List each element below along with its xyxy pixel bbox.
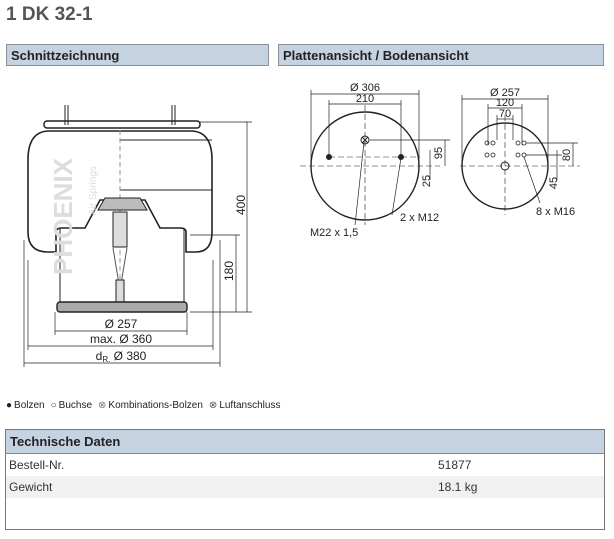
legend-bolzen: ●Bolzen <box>6 400 45 411</box>
dim-45-label: 45 <box>548 177 560 189</box>
filled-circle-icon: ● <box>6 400 13 411</box>
bottom-view-drawing: Ø 257 120 70 80 45 8 x M16 <box>460 87 580 218</box>
thread-m12-label: 2 x M12 <box>400 212 439 224</box>
thread-m22-label: M22 x 1,5 <box>310 227 358 239</box>
cross-section-drawing: PHOENIX Air Springs 400 180 Ø 257 max. Ø… <box>23 105 252 367</box>
table-heading: Technische Daten <box>6 430 604 454</box>
legend-label: Bolzen <box>14 400 45 411</box>
dim-210-label: 210 <box>356 93 374 105</box>
dim-95-label: 95 <box>433 147 445 159</box>
plate-view-drawing: Ø 306 210 95 25 2 x M12 M22 x 1,5 <box>300 82 450 239</box>
dim-piston-label: 180 <box>222 261 236 281</box>
dim-height-label: 400 <box>234 195 248 215</box>
crossed-circle-icon: ⊗ <box>208 400 218 411</box>
legend-label: Luftanschluss <box>219 400 281 411</box>
row-label: Bestell-Nr. <box>9 458 65 472</box>
technical-drawings: PHOENIX Air Springs 400 180 Ø 257 max. Ø… <box>23 82 580 367</box>
legend-luftanschluss: ⊗Luftanschluss <box>209 400 281 411</box>
dim-257-label: Ø 257 <box>105 317 138 331</box>
section-header-schnittzeichnung: Schnittzeichnung <box>6 44 269 66</box>
table-row: Bestell-Nr. 51877 <box>6 454 604 476</box>
dim-360-label: max. Ø 360 <box>90 332 152 346</box>
legend: ●Bolzen ○Buchse ⊗Kombinations-Bolzen ⊗Lu… <box>6 400 280 411</box>
legend-label: Buchse <box>58 400 93 411</box>
open-circle-icon: ○ <box>50 400 57 411</box>
thread-m16-label: 8 x M16 <box>536 206 575 218</box>
phoenix-logo: PHOENIX <box>48 157 78 275</box>
dim-70-label: 70 <box>499 108 511 120</box>
technical-data-table: Technische Daten Bestell-Nr. 51877 Gewich… <box>5 429 605 530</box>
row-value: 18.1 kg <box>438 480 478 494</box>
phoenix-logo-sub: Air Springs <box>88 166 99 215</box>
dim-25-label: 25 <box>421 175 433 187</box>
legend-kombinations-bolzen: ⊗Kombinations-Bolzen <box>98 400 203 411</box>
row-value: 51877 <box>438 458 472 472</box>
table-row: Gewicht 18.1 kg <box>6 476 604 498</box>
page-title: 1 DK 32-1 <box>6 4 93 25</box>
legend-label: Kombinations-Bolzen <box>108 400 203 411</box>
crossed-circle-icon: ⊗ <box>98 400 107 411</box>
row-label: Gewicht <box>9 480 53 494</box>
dim-257-bottom-label: Ø 257 <box>490 87 520 99</box>
dim-380-label: dR. Ø 380 <box>96 349 147 364</box>
section-header-plattenansicht: Plattenansicht / Bodenansicht <box>278 44 604 66</box>
dim-120-label: 120 <box>496 97 514 109</box>
dim-80-label: 80 <box>561 149 573 161</box>
dim-306-label: Ø 306 <box>350 82 380 94</box>
legend-buchse: ○Buchse <box>51 400 92 411</box>
